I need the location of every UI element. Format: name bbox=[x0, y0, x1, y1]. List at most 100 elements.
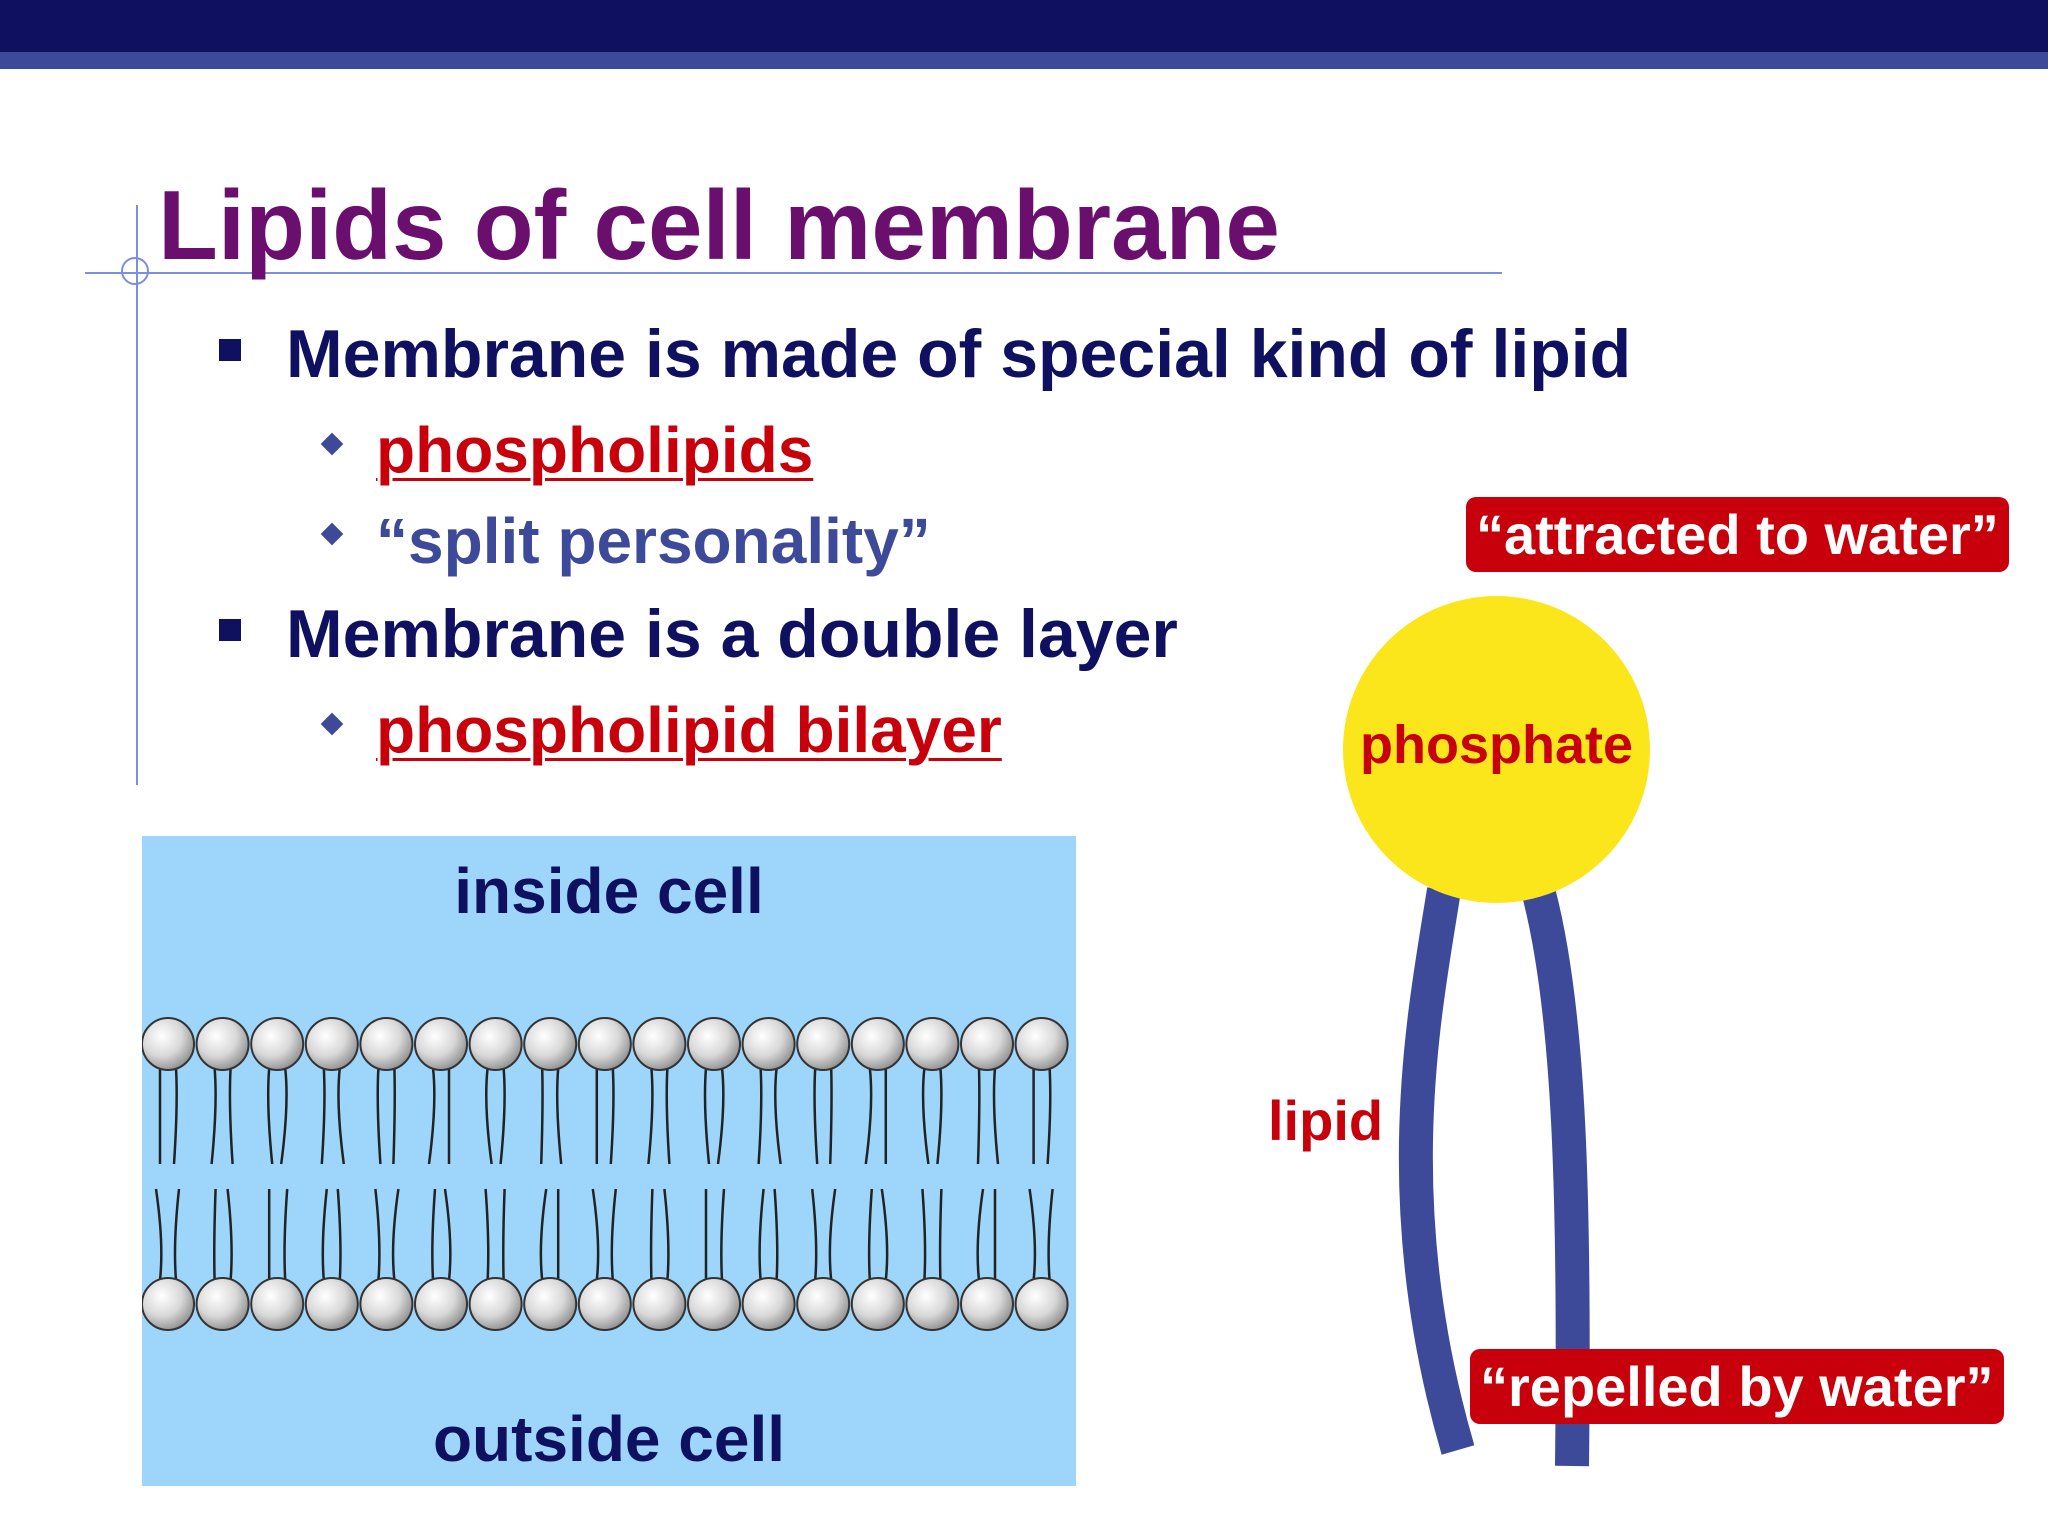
phospholipid-head bbox=[1014, 1017, 1069, 1071]
lipid-tail bbox=[499, 1067, 506, 1165]
phosphate-head: phosphate bbox=[1343, 596, 1650, 903]
phospholipid-head bbox=[359, 1277, 414, 1331]
header-bar bbox=[0, 0, 2048, 52]
lipid-tail bbox=[539, 1067, 544, 1165]
lipid-tail bbox=[591, 1188, 600, 1281]
lipid-tail bbox=[720, 1188, 726, 1281]
lipid-tail bbox=[392, 1067, 396, 1165]
phospholipid-head bbox=[359, 1017, 414, 1071]
lipid-tail bbox=[443, 1188, 452, 1281]
lipid-tail bbox=[555, 1067, 563, 1165]
title-underline-rule bbox=[85, 272, 1502, 274]
lipid-tail bbox=[1047, 1188, 1054, 1281]
phosphate-label: phosphate bbox=[1359, 715, 1633, 775]
sub-bullet-text: phospholipids bbox=[376, 414, 814, 486]
lipid-tail bbox=[431, 1188, 437, 1281]
phospholipid-head bbox=[523, 1017, 578, 1071]
phospholipid-head bbox=[741, 1017, 796, 1071]
header-stripe bbox=[0, 52, 2048, 69]
phospholipid-head bbox=[468, 1017, 523, 1071]
lipid-tail bbox=[502, 1188, 506, 1281]
lipid-tail bbox=[976, 1067, 981, 1165]
phospholipid-head bbox=[142, 1277, 195, 1331]
lipid-tail bbox=[610, 1188, 618, 1281]
lipid-tail bbox=[774, 1067, 782, 1165]
lipid-tail bbox=[828, 1067, 833, 1165]
phospholipid-head bbox=[850, 1017, 905, 1071]
lipid-tail bbox=[1046, 1067, 1052, 1165]
lipid-tail bbox=[374, 1188, 381, 1281]
phospholipid-head bbox=[250, 1017, 305, 1071]
phospholipid-head bbox=[905, 1277, 960, 1331]
phospholipid-head bbox=[960, 1277, 1014, 1331]
phospholipid-head bbox=[195, 1017, 250, 1071]
lipid-tail bbox=[773, 1188, 779, 1281]
square-bullet-icon bbox=[219, 339, 241, 361]
bilayer-diagram: inside cell outside cell bbox=[142, 836, 1076, 1486]
lipid-tail bbox=[226, 1188, 233, 1281]
lipid-tail bbox=[921, 1067, 930, 1165]
lipid-label: lipid bbox=[1268, 1089, 1384, 1152]
phospholipid-head bbox=[687, 1277, 741, 1331]
sub-bullet-text: “split personality” bbox=[376, 505, 931, 577]
attracted-to-water-callout: “attracted to water” bbox=[1466, 497, 2009, 573]
phospholipid-head bbox=[414, 1017, 468, 1071]
title-vertical-rule bbox=[136, 205, 138, 785]
phospholipid-head bbox=[142, 1017, 195, 1071]
lipid-tail bbox=[757, 1067, 763, 1165]
lipid-tail bbox=[665, 1067, 671, 1165]
lipid-tail bbox=[663, 1188, 670, 1281]
lipid-tail bbox=[609, 1067, 615, 1165]
lipid-tail bbox=[320, 1067, 326, 1165]
phospholipid-head bbox=[468, 1277, 523, 1331]
phospholipid-head bbox=[523, 1277, 578, 1331]
lipid-tail bbox=[266, 1067, 274, 1165]
phospholipid-head bbox=[195, 1277, 250, 1331]
sub-bullet-text: phospholipid bilayer bbox=[376, 694, 1002, 766]
lipid-tail bbox=[864, 1067, 873, 1165]
lipid-tail bbox=[173, 1188, 181, 1281]
lipid-tail bbox=[279, 1067, 288, 1165]
lipid-tail bbox=[391, 1188, 400, 1281]
lipid-tail bbox=[716, 1067, 725, 1165]
lipid-tail bbox=[813, 1067, 819, 1165]
lipid-tail bbox=[427, 1067, 436, 1165]
slide-title: Lipids of cell membrane bbox=[158, 170, 1280, 280]
phospholipid-head bbox=[414, 1277, 468, 1331]
lipid-tail bbox=[703, 1067, 711, 1165]
lipid-tail bbox=[867, 1188, 874, 1281]
lipid-tail bbox=[484, 1188, 490, 1281]
phospholipid-head bbox=[741, 1277, 796, 1331]
lipid-tail bbox=[228, 1067, 234, 1165]
phospholipid-head bbox=[577, 1277, 632, 1331]
phospholipid-head bbox=[850, 1277, 905, 1331]
repelled-by-water-callout: “repelled by water” bbox=[1470, 1349, 2004, 1425]
lipid-tail bbox=[1028, 1188, 1037, 1281]
phospholipid-bilayer-drawing bbox=[142, 1017, 1069, 1331]
outside-cell-label: outside cell bbox=[432, 1403, 786, 1475]
lipid-tail bbox=[649, 1188, 654, 1281]
lipid-tail bbox=[828, 1188, 837, 1281]
lipid-tail bbox=[485, 1067, 493, 1165]
square-bullet-icon bbox=[219, 619, 241, 641]
lipid-tail bbox=[880, 1188, 889, 1281]
lipid-tail bbox=[337, 1067, 346, 1165]
lipid-tail bbox=[210, 1067, 217, 1165]
phospholipid-head bbox=[304, 1277, 359, 1331]
phospholipid-head bbox=[1014, 1277, 1069, 1331]
phospholipid-head bbox=[632, 1277, 687, 1331]
lipid-tail bbox=[976, 1188, 985, 1281]
phospholipid-head bbox=[796, 1277, 851, 1331]
phospholipid-head bbox=[304, 1017, 359, 1071]
phospholipid-head bbox=[796, 1017, 851, 1071]
phospholipid-head bbox=[687, 1017, 741, 1071]
lipid-tail bbox=[936, 1067, 943, 1165]
lipid-tail bbox=[758, 1188, 765, 1281]
phospholipid-head bbox=[577, 1017, 632, 1071]
lipid-tail bbox=[539, 1188, 548, 1281]
lipid-tail bbox=[992, 1067, 1000, 1165]
lipid-tail bbox=[321, 1188, 329, 1281]
bullet-text: Membrane is made of special kind of lipi… bbox=[286, 316, 1632, 392]
phospholipid-head bbox=[632, 1017, 687, 1071]
